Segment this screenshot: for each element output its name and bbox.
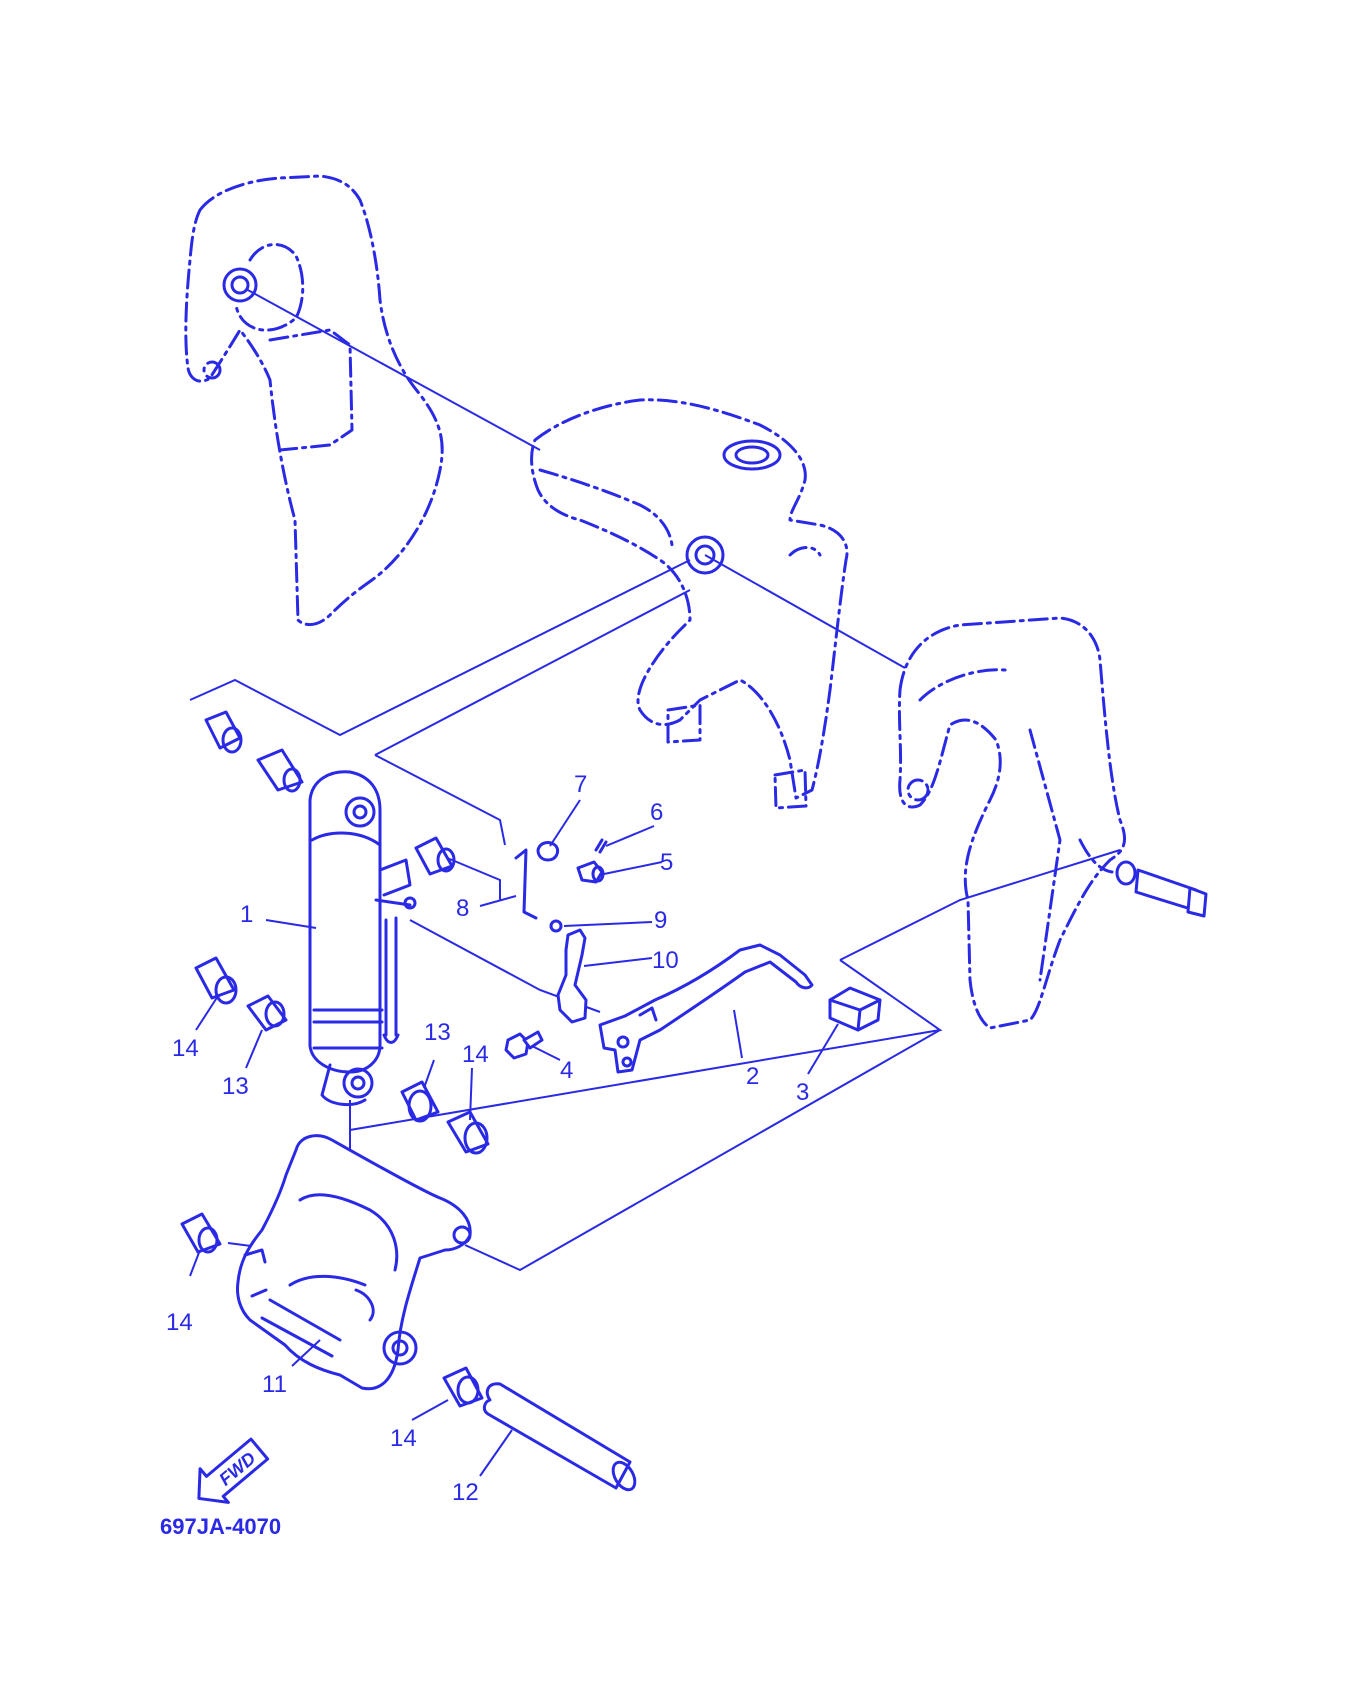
part-14-bushing-lower-left (180, 1212, 222, 1254)
part-13-collar-left (246, 994, 288, 1032)
callout-14-lower-left: 14 (166, 1309, 193, 1336)
bushings-and-collars (180, 710, 1208, 1408)
part-14-bushing-left (194, 956, 238, 1005)
part-13-collar-right (400, 1080, 440, 1123)
part-11-lower-bracket (236, 1134, 472, 1391)
drawing-code: 697JA-4070 (160, 1514, 281, 1539)
callout-14-right: 14 (462, 1041, 489, 1068)
callout-14-left: 14 (172, 1035, 199, 1062)
part-14-bushing-right (446, 1110, 490, 1155)
callout-11: 11 (262, 1371, 287, 1398)
part-14-bushing-upper-right (414, 836, 456, 876)
part-9-washer (549, 919, 563, 933)
part-1-tilt-cylinder (308, 770, 417, 1107)
callout-2: 2 (746, 1063, 759, 1090)
callout-1: 1 (240, 901, 253, 928)
callout-9: 9 (654, 907, 667, 934)
callout-7: 7 (574, 771, 587, 798)
callout-8: 8 (456, 895, 469, 922)
part-3-block (828, 986, 882, 1032)
right-side-bolt-and-washer (1115, 860, 1208, 918)
callout-labels: 1 2 3 4 5 6 7 8 9 10 11 12 13 13 14 14 1… (166, 771, 809, 1506)
part-10-catch (556, 928, 588, 1024)
phantom-swivel-bracket (530, 398, 849, 810)
fwd-direction-badge: FWD (197, 1437, 270, 1504)
part-6-spring-pin (594, 838, 608, 854)
part-7-clip (536, 841, 560, 862)
phantom-left-clamp-bracket (184, 174, 444, 627)
callout-6: 6 (650, 799, 663, 826)
callout-4: 4 (560, 1057, 573, 1084)
callout-5: 5 (660, 849, 673, 876)
assembly-reference-lines (189, 288, 1121, 1272)
part-14-bushing-upper-left (204, 710, 243, 754)
part-2-lever (598, 943, 814, 1074)
part-13-collar-upper-left (256, 748, 304, 793)
callout-13-right: 13 (424, 1019, 451, 1046)
callout-3: 3 (796, 1079, 809, 1106)
part-12-shaft (482, 1382, 637, 1492)
callout-14-lower: 14 (390, 1425, 417, 1452)
callout-10: 10 (652, 947, 679, 974)
part-5-pin (576, 860, 605, 884)
callout-leaders (189, 799, 839, 1477)
callout-13-left: 13 (222, 1073, 249, 1100)
part-8-rod (514, 848, 538, 920)
part-14-bushing-lower (442, 1366, 484, 1408)
callout-12: 12 (452, 1479, 479, 1506)
phantom-right-clamp-bracket (897, 616, 1127, 1030)
part-4-bolt (504, 1030, 544, 1060)
